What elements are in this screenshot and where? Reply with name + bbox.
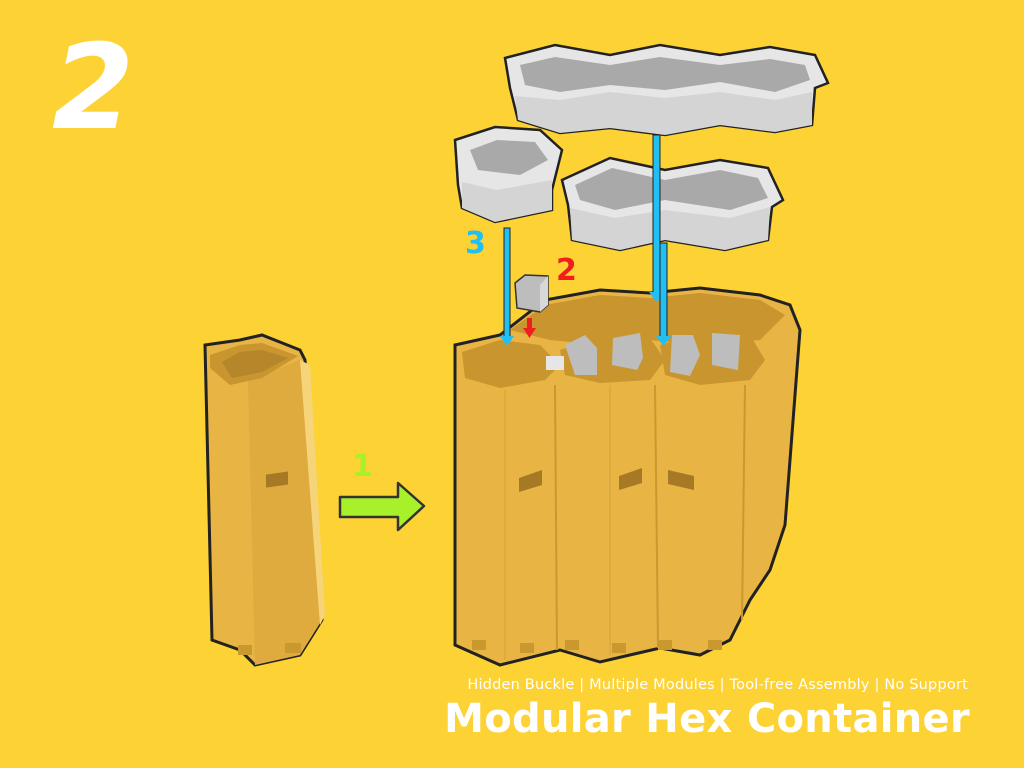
arrow-step-2-icon xyxy=(523,318,536,338)
step-1-label: 1 xyxy=(352,449,373,484)
arrow-step-1-icon xyxy=(338,481,426,532)
assembled-hex-container xyxy=(453,286,802,667)
single-hex-module xyxy=(203,333,325,667)
lid-single xyxy=(453,125,564,224)
arrow-step-3-icon xyxy=(500,134,671,346)
buckle-piece xyxy=(514,274,549,313)
product-title: Modular Hex Container xyxy=(444,696,970,742)
feature-tagline: Hidden Buckle | Multiple Modules | Tool-… xyxy=(467,677,968,693)
lid-double xyxy=(560,156,785,252)
step-2-label: 2 xyxy=(556,253,577,288)
lid-triple xyxy=(503,43,830,137)
step-3-label: 3 xyxy=(465,226,486,261)
step-number: 2 xyxy=(52,18,135,156)
